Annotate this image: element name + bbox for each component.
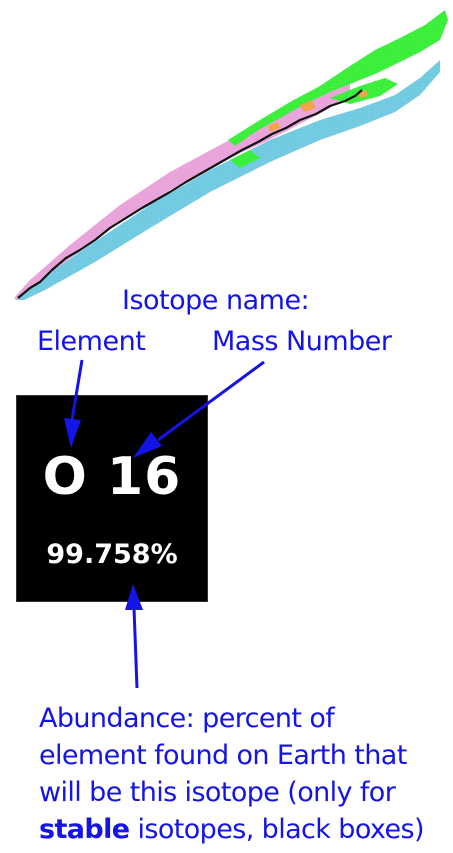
abundance-arrow-head xyxy=(125,584,143,610)
stable-isotopes-line xyxy=(17,89,363,299)
isotope-name-label: Isotope name: xyxy=(122,285,310,316)
abundance-arrow xyxy=(132,607,139,689)
abundance-description: Abundance: percent of element found on E… xyxy=(39,700,453,848)
nuclide-chart-thumbnail xyxy=(0,0,453,300)
mass-number-arrow-head xyxy=(133,432,162,458)
isotope-box: O 16 99.758% xyxy=(17,396,207,601)
description-line-2: element found on Earth that xyxy=(39,740,407,771)
mass-number-arrow xyxy=(157,360,265,442)
description-line-1: Abundance: percent of xyxy=(39,703,335,734)
description-line-4-rest: isotopes, black boxes) xyxy=(129,814,424,845)
description-line-3: will be this isotope (only for xyxy=(39,777,396,808)
isotope-symbol: O 16 xyxy=(42,447,182,507)
element-arrow xyxy=(70,359,84,421)
stable-keyword: stable xyxy=(39,814,130,845)
isotope-abundance: 99.758% xyxy=(46,539,178,570)
description-line-4: stable isotopes, black boxes) xyxy=(39,811,453,848)
element-label: Element xyxy=(37,326,146,357)
mass-number-label: Mass Number xyxy=(212,326,392,357)
element-arrow-head xyxy=(64,418,81,448)
